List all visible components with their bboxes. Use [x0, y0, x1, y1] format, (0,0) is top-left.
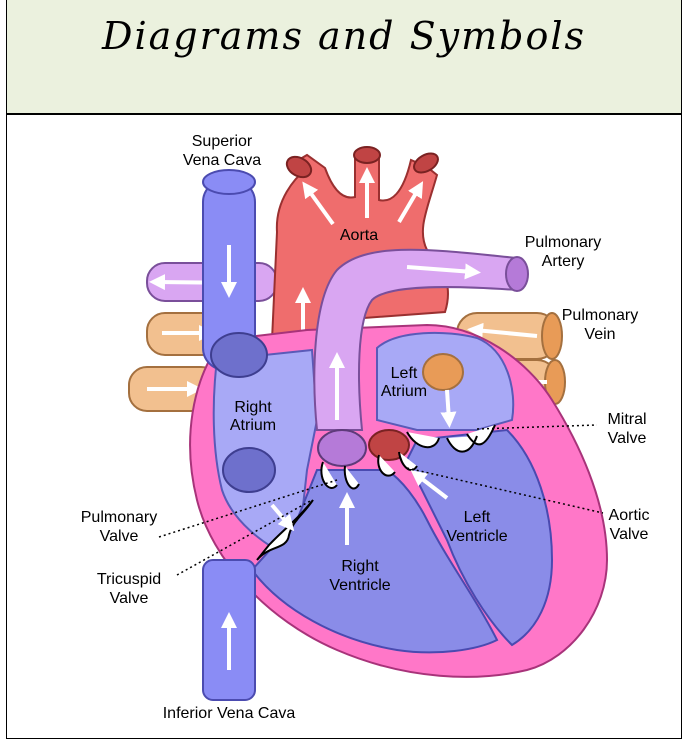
label-left-atrium-2: Atrium	[381, 383, 427, 400]
label-mitral-valve-1: Mitral	[607, 411, 646, 428]
label-left-atrium-1: Left	[391, 365, 418, 382]
page-title: Diagrams and Symbols	[7, 14, 681, 58]
label-mitral-valve-2: Valve	[608, 430, 647, 447]
label-pulmonary-artery-2: Artery	[542, 253, 585, 270]
label-right-ventricle-1: Right	[341, 558, 379, 575]
label-left-ventricle-1: Left	[464, 509, 491, 526]
label-pulmonary-valve-2: Valve	[100, 528, 139, 545]
label-inferior-vena-cava: Inferior Vena Cava	[163, 705, 296, 722]
pulmonary-vein-opening	[423, 354, 463, 390]
label-pulmonary-vein-2: Vein	[584, 326, 615, 343]
label-left-ventricle-2: Ventricle	[446, 528, 507, 545]
label-aorta: Aorta	[340, 227, 378, 244]
heart-diagram: Superior Vena Cava Aorta Pulmonary Arter…	[7, 115, 683, 739]
label-pulmonary-valve-1: Pulmonary	[81, 509, 157, 526]
label-tricuspid-valve-2: Valve	[110, 590, 149, 607]
label-pulmonary-vein-1: Pulmonary	[562, 307, 638, 324]
label-aortic-valve-2: Valve	[610, 526, 649, 543]
label-tricuspid-valve-1: Tricuspid	[97, 571, 161, 588]
label-superior-vena-cava-1: Superior	[192, 133, 253, 150]
label-right-atrium-2: Atrium	[230, 417, 276, 434]
heart-diagram-svg: Superior Vena Cava Aorta Pulmonary Arter…	[7, 115, 683, 739]
label-pulmonary-artery-1: Pulmonary	[525, 234, 601, 251]
label-aortic-valve-1: Aortic	[609, 507, 650, 524]
header: Diagrams and Symbols	[7, 0, 681, 115]
label-right-atrium-1: Right	[234, 399, 272, 416]
label-superior-vena-cava-2: Vena Cava	[183, 152, 261, 169]
page-frame: Diagrams and Symbols	[6, 0, 682, 739]
label-right-ventricle-2: Ventricle	[329, 577, 390, 594]
